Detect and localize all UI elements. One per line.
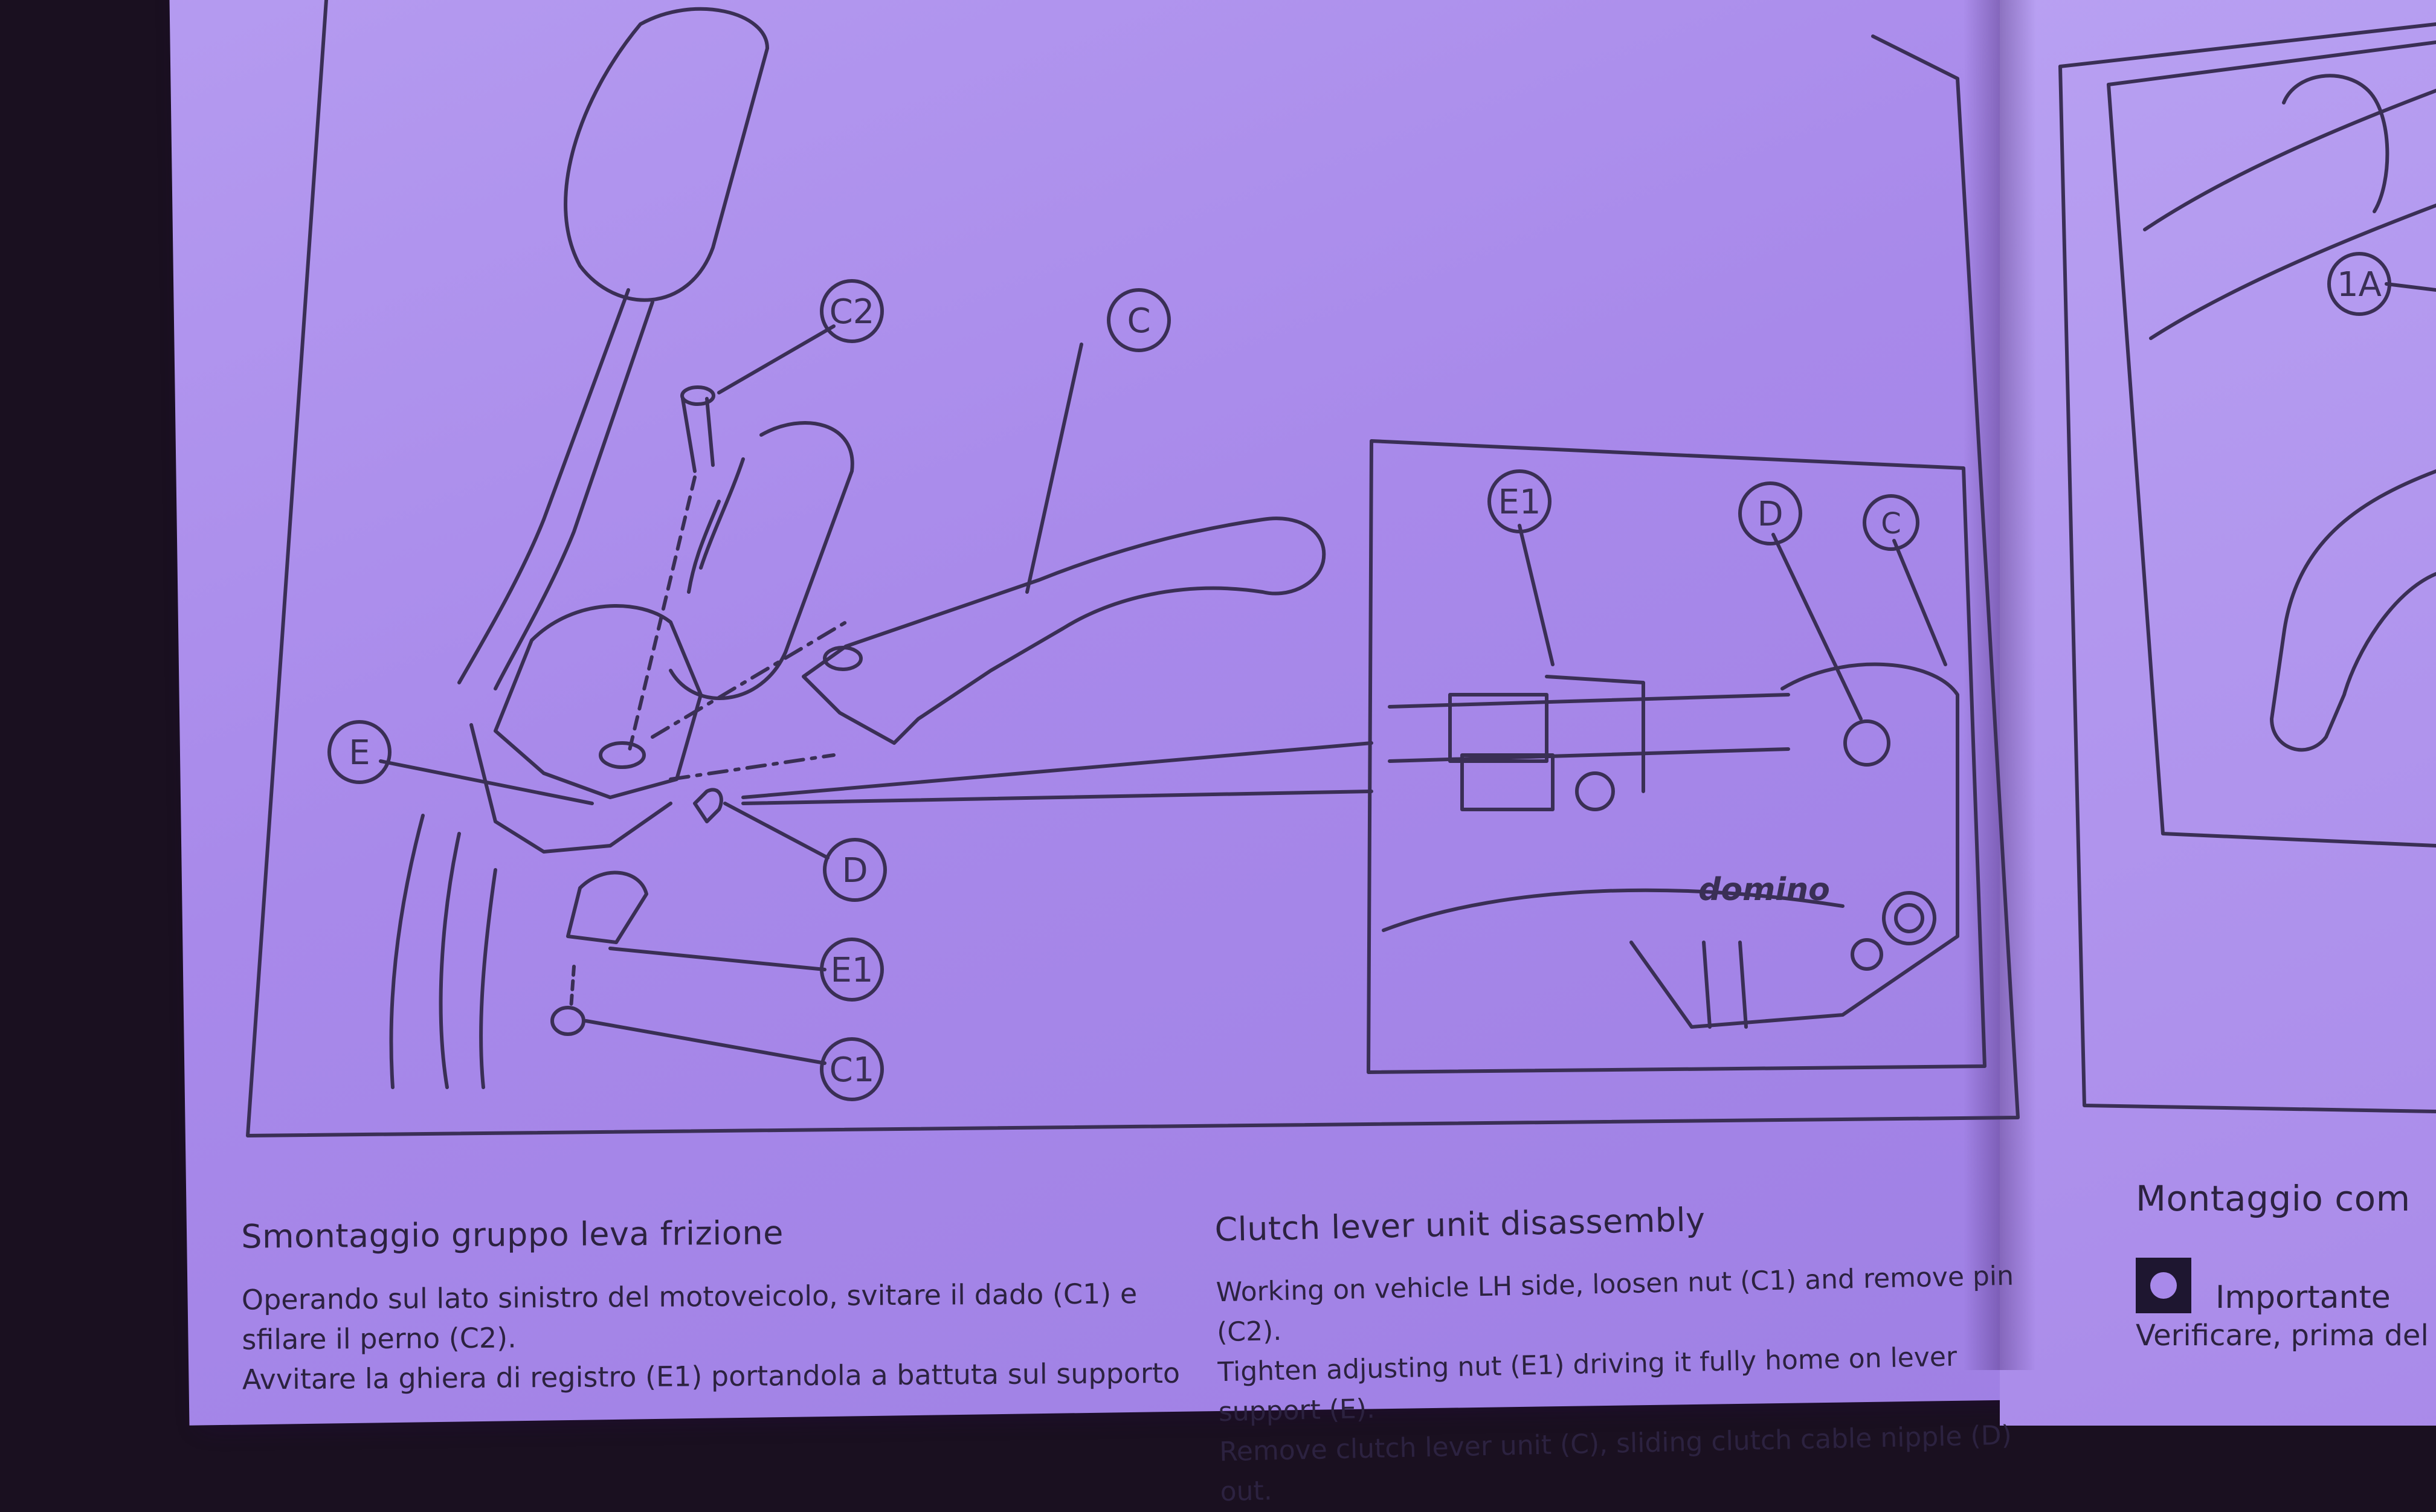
callout-c: C [1127,301,1150,341]
diagram-frame [246,0,2020,1137]
clutch-lever [802,516,1326,745]
brand-logo-text: domino [1698,872,1830,908]
section-right-title: Montaggio com [2136,1178,2411,1219]
section-left-title: Smontaggio gruppo leva frizione [240,1214,784,1256]
important-icon [2136,1258,2191,1313]
callout-e: E [349,733,370,773]
section-left-line-3: Avvitare la ghiera di registro (E1) port… [242,1356,1181,1396]
callout-d: D [842,851,868,890]
important-label: Importante [2215,1279,2391,1316]
inset-callout-c: C [1881,507,1901,541]
important-note-line: Verificare, prima del [2136,1319,2429,1353]
callout-c1: C1 [830,1050,875,1090]
section-right: Montaggio com Importante Verificare, pri… [2136,1178,2436,1356]
callout-e1: E1 [830,951,873,990]
callout-c2: C2 [830,292,875,332]
inset-callout-e1: E1 [1498,483,1541,522]
inset-callout-d: D [1757,495,1783,534]
callout-1a: 1A [2337,265,2382,304]
manual-page-right [2000,0,2436,1426]
section-middle: Clutch lever unit disassembly Working on… [1214,1194,2042,1512]
photo-scene: C2 C E D E1 C1 E1 D C 1A domino Smontagg… [169,0,2436,1507]
lever-support [494,604,703,799]
section-middle-line-3: Remove clutch lever unit (C), sliding cl… [1219,1420,2012,1508]
section-left: Smontaggio gruppo leva frizione Operando… [241,1211,1209,1399]
page-gutter [1964,0,2036,1370]
mirror [564,7,769,302]
section-left-line-1: Operando sul lato sinistro del motoveico… [241,1277,1138,1316]
inset-frame [1367,439,1986,1074]
clutch-lever-diagram: C2 C E D E1 C1 E1 D C 1A domino [246,0,2436,1137]
section-left-line-2: sfilare il perno (C2). [242,1321,517,1356]
